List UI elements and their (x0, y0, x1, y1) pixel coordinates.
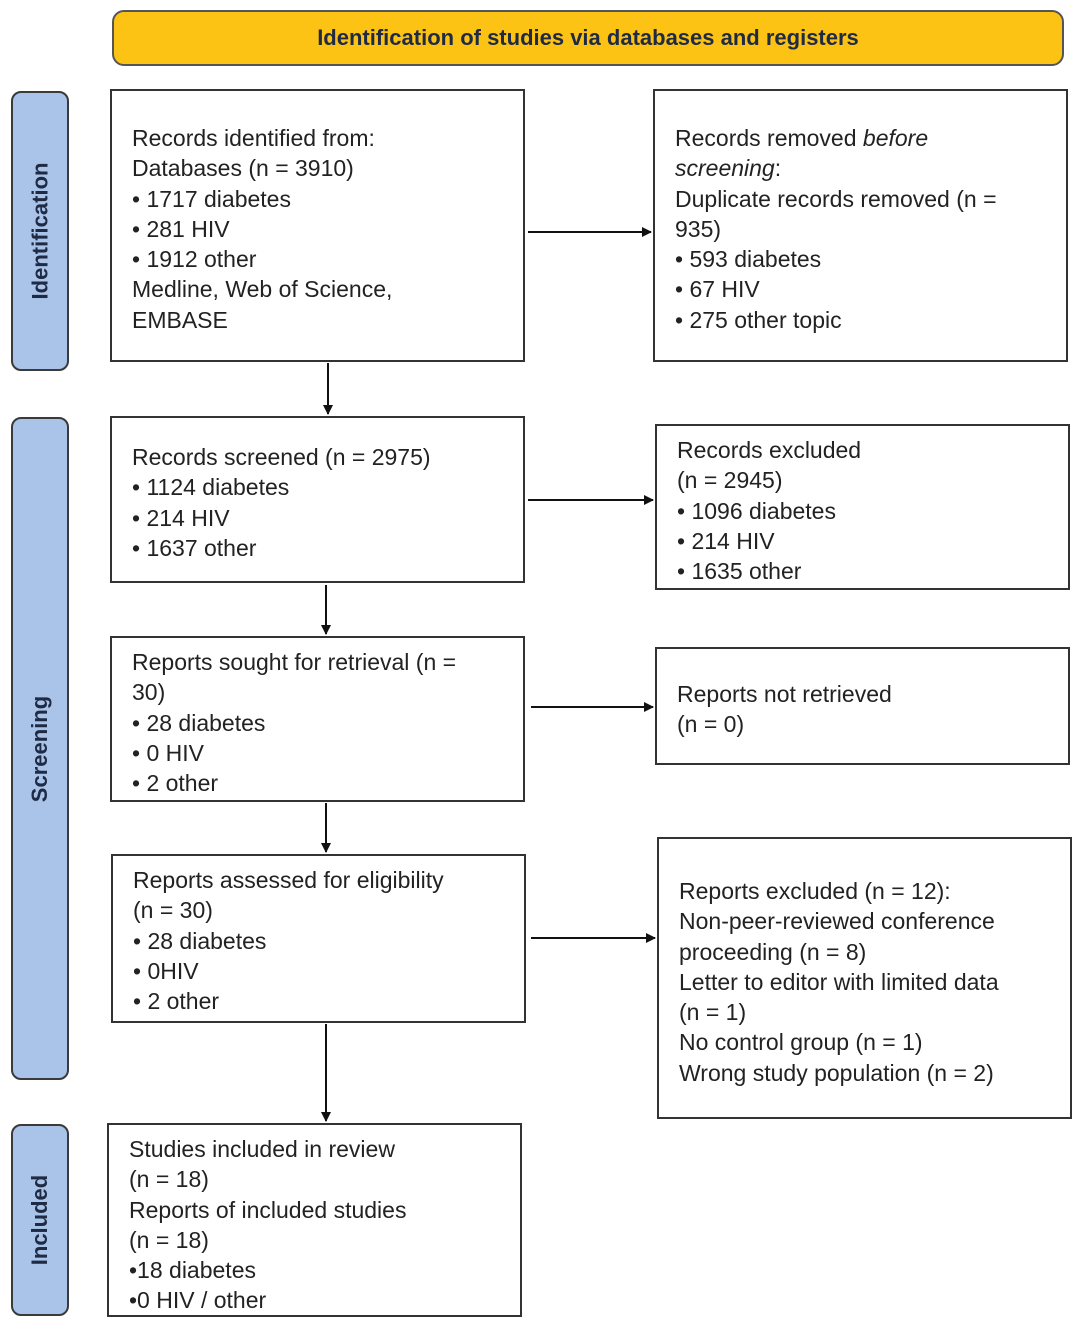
box-line: Records excluded (677, 437, 862, 463)
box-line: (n = 18) (129, 1226, 209, 1253)
box-line: Medline, Web of Science, (132, 276, 393, 303)
box-line: Records removed before (675, 123, 1066, 153)
box-reports-assessed: Reports assessed for eligibility (n = 30… (111, 854, 526, 1023)
box-line: • 593 diabetes (675, 246, 822, 273)
box-line: • 28 diabetes (132, 709, 266, 736)
header-banner: Identification of studies via databases … (112, 10, 1064, 66)
box-line: 935) (675, 215, 722, 242)
box-line: Non-peer-reviewed conference (679, 908, 995, 935)
box-line: • 1637 other (132, 534, 257, 561)
text-emphasis: before (862, 125, 929, 151)
box-line: • 1912 other (132, 246, 257, 273)
box-line: • 67 HIV (675, 276, 760, 303)
box-line: Duplicate records removed (n = (675, 185, 997, 212)
box-line: Databases (n = 3910) (132, 155, 354, 182)
box-line: • 1717 diabetes (132, 185, 291, 212)
box-line: • 1124 diabetes (132, 474, 290, 501)
phase-screening: Screening (11, 417, 69, 1080)
box-line: • 1635 other (677, 558, 802, 585)
box-line: Wrong study population (n = 2) (679, 1059, 994, 1086)
box-line: proceeding (n = 8) (679, 938, 867, 965)
box-line: • 275 other topic (675, 306, 842, 333)
box-line: Studies included in review (129, 1136, 395, 1162)
box-line: • 28 diabetes (133, 927, 267, 954)
box-line: • 214 HIV (132, 504, 230, 531)
box-records-identified: Records identified from: Databases (n = … (110, 89, 525, 362)
phase-identification: Identification (11, 91, 69, 371)
text-emphasis: screening (675, 155, 775, 182)
box-line: • 214 HIV (677, 527, 775, 554)
box-line: Letter to editor with limited data (679, 968, 999, 995)
box-studies-included: Studies included in review (n = 18) Repo… (107, 1123, 522, 1317)
box-line: Reports of included studies (129, 1196, 407, 1223)
box-line: Records identified from: (132, 125, 375, 151)
box-reports-excluded: Reports excluded (n = 12): Non-peer-revi… (657, 837, 1072, 1119)
box-line: 30) (132, 679, 166, 706)
box-line: screening: (675, 153, 1066, 183)
box-line: •18 diabetes (129, 1257, 256, 1284)
box-line: (n = 1) (679, 999, 747, 1026)
box-line: (n = 2945) (677, 467, 783, 494)
box-line: Records screened (n = 2975) (132, 444, 431, 470)
phase-included: Included (11, 1124, 69, 1316)
box-reports-sought: Reports sought for retrieval (n = 30) • … (110, 636, 525, 802)
box-line: • 2 other (133, 988, 220, 1015)
box-line: Reports sought for retrieval (n = (132, 649, 457, 675)
text-segment: : (774, 155, 782, 182)
box-line: •0 HIV / other (129, 1287, 267, 1314)
box-line: (n = 18) (129, 1166, 209, 1193)
box-line: (n = 0) (677, 711, 745, 738)
box-line: • 0HIV (133, 957, 199, 984)
box-records-removed: Records removed before screening: Duplic… (653, 89, 1068, 362)
box-line: • 1096 diabetes (677, 497, 836, 524)
box-line: Reports not retrieved (677, 681, 892, 707)
box-line: EMBASE (132, 306, 228, 333)
box-line: • 281 HIV (132, 215, 230, 242)
box-line: • 0 HIV (132, 739, 204, 766)
box-records-screened: Records screened (n = 2975) • 1124 diabe… (110, 416, 525, 583)
header-title: Identification of studies via databases … (317, 25, 859, 50)
box-reports-not-retrieved: Reports not retrieved (n = 0) (655, 647, 1070, 765)
box-line: • 2 other (132, 770, 219, 797)
box-line: Reports excluded (n = 12): (679, 878, 951, 904)
box-line: No control group (n = 1) (679, 1029, 923, 1056)
box-line: (n = 30) (133, 897, 213, 924)
text-segment: Records removed (675, 125, 863, 151)
box-line: Reports assessed for eligibility (133, 867, 444, 893)
box-records-excluded: Records excluded (n = 2945) • 1096 diabe… (655, 424, 1070, 590)
